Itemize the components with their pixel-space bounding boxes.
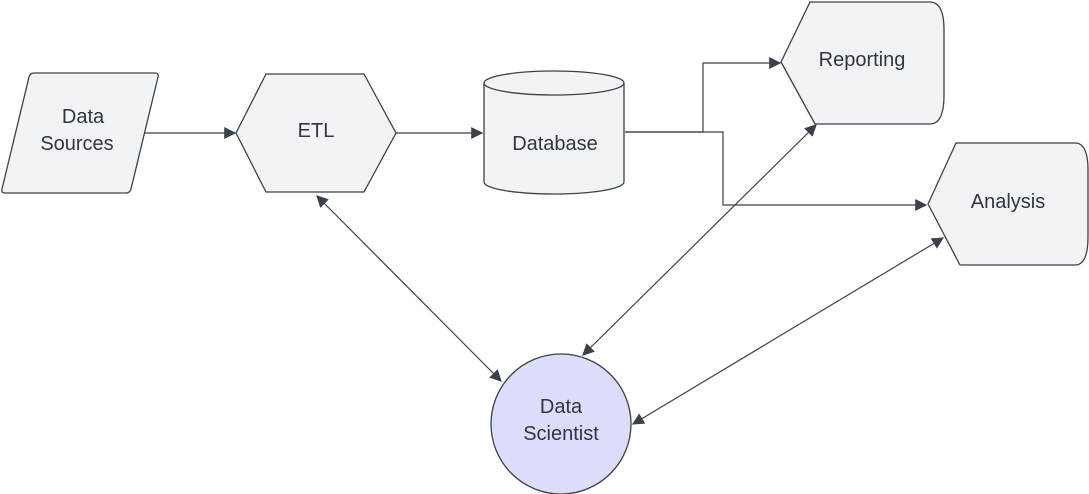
node-etl[interactable]: ETL (235, 73, 397, 193)
analysis-label: Analysis (971, 191, 1045, 213)
node-database[interactable]: Database (483, 70, 625, 195)
reporting-shape (780, 1, 945, 125)
node-analysis[interactable]: Analysis (927, 142, 1089, 266)
reporting-label: Reporting (819, 49, 906, 71)
database-shape (483, 83, 625, 195)
database-label: Database (512, 133, 598, 155)
data-scientist-shape (490, 353, 632, 494)
edge-etl-data-scientist (316, 195, 502, 382)
etl-label: ETL (298, 120, 335, 142)
edge-database-to-analysis (625, 131, 928, 211)
data-scientist-label-line2: Scientist (523, 423, 599, 445)
data-sources-shape (1, 72, 159, 194)
edge-database-to-reporting (625, 57, 782, 133)
data-sources-label-line1: Data (62, 106, 105, 128)
data-scientist-label-line1: Data (540, 396, 583, 418)
etl-shape (235, 73, 397, 193)
node-data-scientist[interactable]: Data Scientist (490, 353, 632, 494)
data-sources-label-line2: Sources (40, 133, 113, 155)
connectors (145, 57, 945, 425)
edge-analysis-data-scientist (631, 237, 945, 425)
database-top (483, 70, 625, 96)
node-data-sources[interactable]: Data Sources (1, 72, 159, 194)
analysis-shape (927, 142, 1089, 266)
node-reporting[interactable]: Reporting (780, 1, 945, 125)
